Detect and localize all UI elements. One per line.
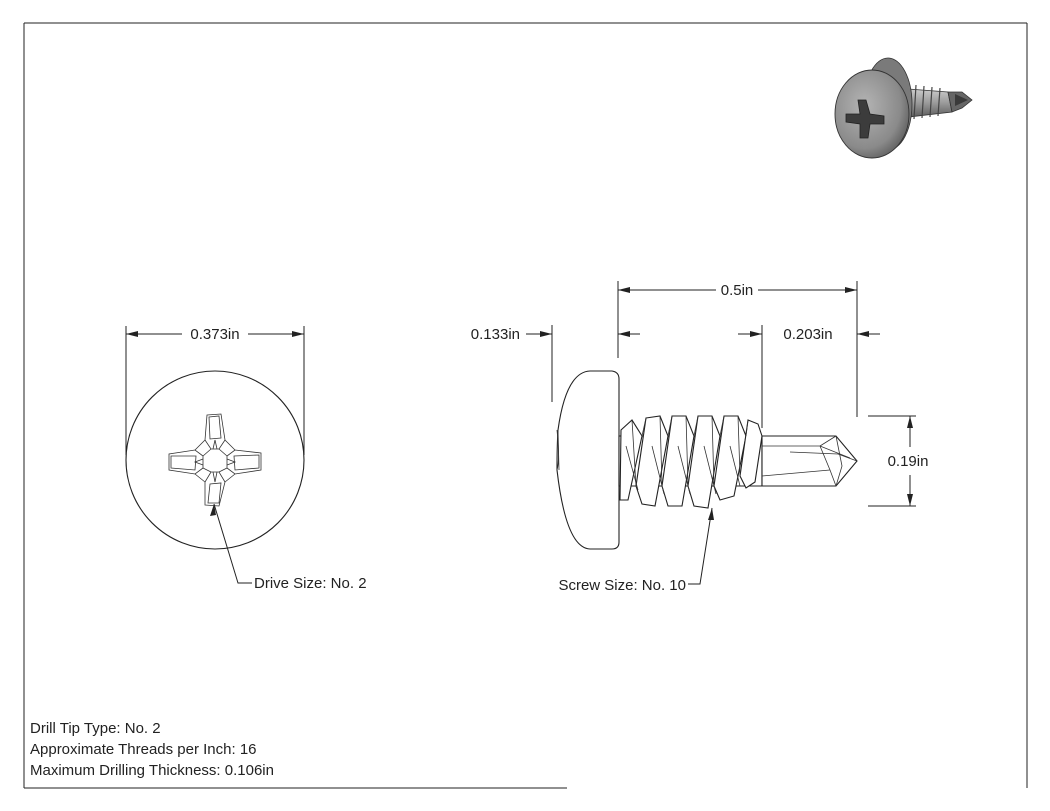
screw-side-view: [556, 370, 858, 550]
note-max-drilling-thickness: Maximum Drilling Thickness: 0.106in: [30, 762, 274, 779]
callout-screw-size: Screw Size: No. 10: [558, 507, 714, 594]
screw-size-label: Screw Size: No. 10: [558, 577, 686, 594]
dim-head-diameter: 0.373in: [125, 326, 305, 455]
overall-length-label: 0.5in: [721, 282, 754, 299]
threads: [619, 415, 763, 509]
drive-size-label: Drive Size: No. 2: [254, 575, 367, 592]
drill-point-label: 0.203in: [783, 326, 832, 343]
head-diameter-label: 0.373in: [190, 326, 239, 343]
notes-block: Drill Tip Type: No. 2 Approximate Thread…: [30, 720, 274, 779]
note-drill-tip-type: Drill Tip Type: No. 2: [30, 720, 161, 737]
dim-overall-length: 0.5in: [617, 281, 858, 417]
callout-drive-size: Drive Size: No. 2: [210, 503, 367, 592]
dim-thread-diameter: 0.19in: [868, 415, 929, 507]
head-height-label: 0.133in: [471, 326, 520, 343]
sheet-border: [23, 22, 1028, 789]
thread-diameter-label: 0.19in: [888, 453, 929, 470]
dim-head-height: 0.133in: [471, 325, 640, 402]
head-front-view: [125, 370, 305, 550]
screw-3d-render: [834, 57, 973, 159]
dim-drill-point: 0.203in: [738, 325, 880, 428]
note-threads-per-inch: Approximate Threads per Inch: 16: [30, 741, 257, 758]
phillips-recess: [168, 413, 262, 507]
